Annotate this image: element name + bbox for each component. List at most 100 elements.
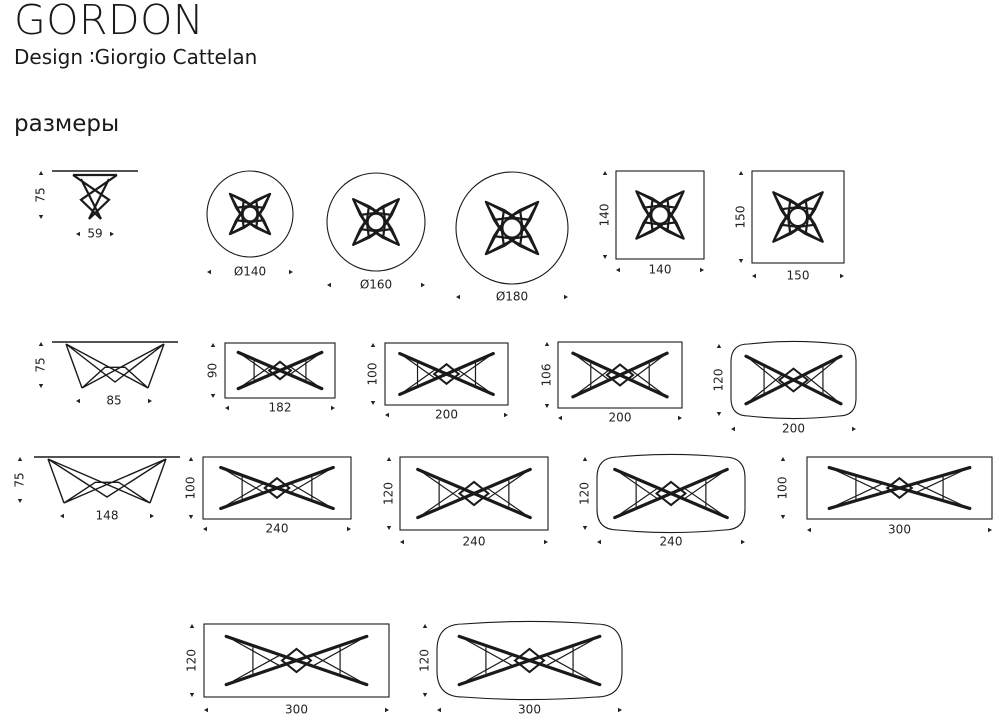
base-top-view <box>219 465 335 511</box>
base-center-ring <box>650 205 670 225</box>
dimension-arrow <box>189 693 195 697</box>
base-leg <box>656 190 685 219</box>
base-center-ring <box>241 205 259 223</box>
base-wire <box>916 470 964 506</box>
dimension-arrow <box>678 415 682 421</box>
base-top-view <box>613 467 729 520</box>
table-top-round: Ø160 <box>326 172 426 292</box>
dimension-arrow <box>716 412 722 416</box>
base-top-view <box>571 351 669 399</box>
width-dimension-label: Ø140 <box>234 265 266 279</box>
base-top-view <box>457 634 602 687</box>
dimension-arrow <box>207 269 211 275</box>
base-top-view <box>635 190 685 240</box>
dimension-arrow <box>347 526 351 532</box>
base-leg <box>294 658 369 687</box>
width-dimension-label: 150 <box>787 269 810 283</box>
tabletop-outline <box>203 623 390 698</box>
base-center-diamond <box>280 647 313 674</box>
base-top-view <box>224 634 369 687</box>
dimension-arrow <box>422 624 428 628</box>
dimension-arrow <box>840 273 844 279</box>
base-leg <box>508 200 540 232</box>
width-dimension-label: 200 <box>782 422 805 436</box>
dimension-arrow <box>386 526 392 530</box>
dimension-arrow <box>189 624 195 628</box>
height-dimension-label: 140 <box>598 204 612 227</box>
base-leg <box>508 224 540 256</box>
dimension-arrow <box>38 171 44 175</box>
width-dimension-label: 240 <box>463 535 486 549</box>
table-top-rectangle: 200 100 <box>366 342 509 422</box>
dimension-arrow <box>188 457 194 461</box>
table-top-rectangle: 240 120 <box>382 456 549 549</box>
dimension-arrow <box>385 707 389 713</box>
base-wire <box>804 359 837 401</box>
dimension-arrow <box>38 342 44 346</box>
height-dimension-label: 75 <box>34 187 48 202</box>
dimension-arrow <box>76 398 80 404</box>
tabletop-outline <box>455 171 569 285</box>
base-top-view <box>352 198 400 246</box>
dimension-arrow <box>582 457 588 461</box>
page-title: GORDON <box>14 0 205 44</box>
height-dimension-label: 120 <box>185 649 199 672</box>
dimension-arrow <box>225 405 229 411</box>
dimension-arrow <box>148 398 152 404</box>
width-dimension-label: Ø180 <box>496 290 528 304</box>
base-leg <box>772 191 802 221</box>
side-elevation <box>34 456 180 504</box>
base-leg <box>618 351 669 377</box>
side-legs <box>65 343 165 389</box>
height-dimension-label: 150 <box>734 206 748 229</box>
tabletop-outline <box>202 456 352 520</box>
base-leg <box>571 351 622 377</box>
dimension-arrow <box>852 426 856 432</box>
height-dimension-label: 120 <box>418 649 432 672</box>
width-dimension-label: 200 <box>435 408 458 422</box>
base-center-ring <box>501 217 523 239</box>
base-leg <box>352 219 379 246</box>
tabletop-outline <box>751 170 845 264</box>
dimension-arrow <box>558 415 562 421</box>
base-top-view <box>398 351 495 397</box>
dimension-arrow <box>289 269 293 275</box>
base-leg <box>827 486 902 511</box>
tabletop-outline <box>326 172 426 272</box>
base-leg <box>656 211 685 240</box>
base-leg <box>224 658 299 687</box>
dimension-arrow <box>204 707 208 713</box>
dimension-arrow <box>504 412 508 418</box>
dimension-arrow <box>327 282 331 288</box>
dimension-arrow <box>618 707 622 713</box>
height-dimension-label: 90 <box>206 363 220 378</box>
dimension-arrow <box>210 343 216 347</box>
side-elevation <box>52 341 178 389</box>
dimension-arrow <box>741 539 745 545</box>
height-dimension-label: 120 <box>382 482 396 505</box>
base-center-ring <box>366 212 386 232</box>
dimension-arrow <box>60 513 64 519</box>
dimension-arrow <box>456 294 460 300</box>
base-top-view <box>228 192 272 236</box>
width-dimension-label: 300 <box>518 703 541 717</box>
base-wire <box>835 470 883 506</box>
height-dimension-label: 100 <box>366 363 380 386</box>
side-legs <box>47 458 167 504</box>
height-dimension-label: 100 <box>776 477 790 500</box>
base-wire <box>620 472 658 515</box>
base-top-view <box>484 200 540 256</box>
base-top-view <box>744 354 843 406</box>
dimension-arrow <box>716 344 722 348</box>
base-center-ring <box>787 206 809 228</box>
design-credit: Design ∶Giorgio Cattelan <box>14 45 257 69</box>
base-center-diamond <box>263 476 291 500</box>
